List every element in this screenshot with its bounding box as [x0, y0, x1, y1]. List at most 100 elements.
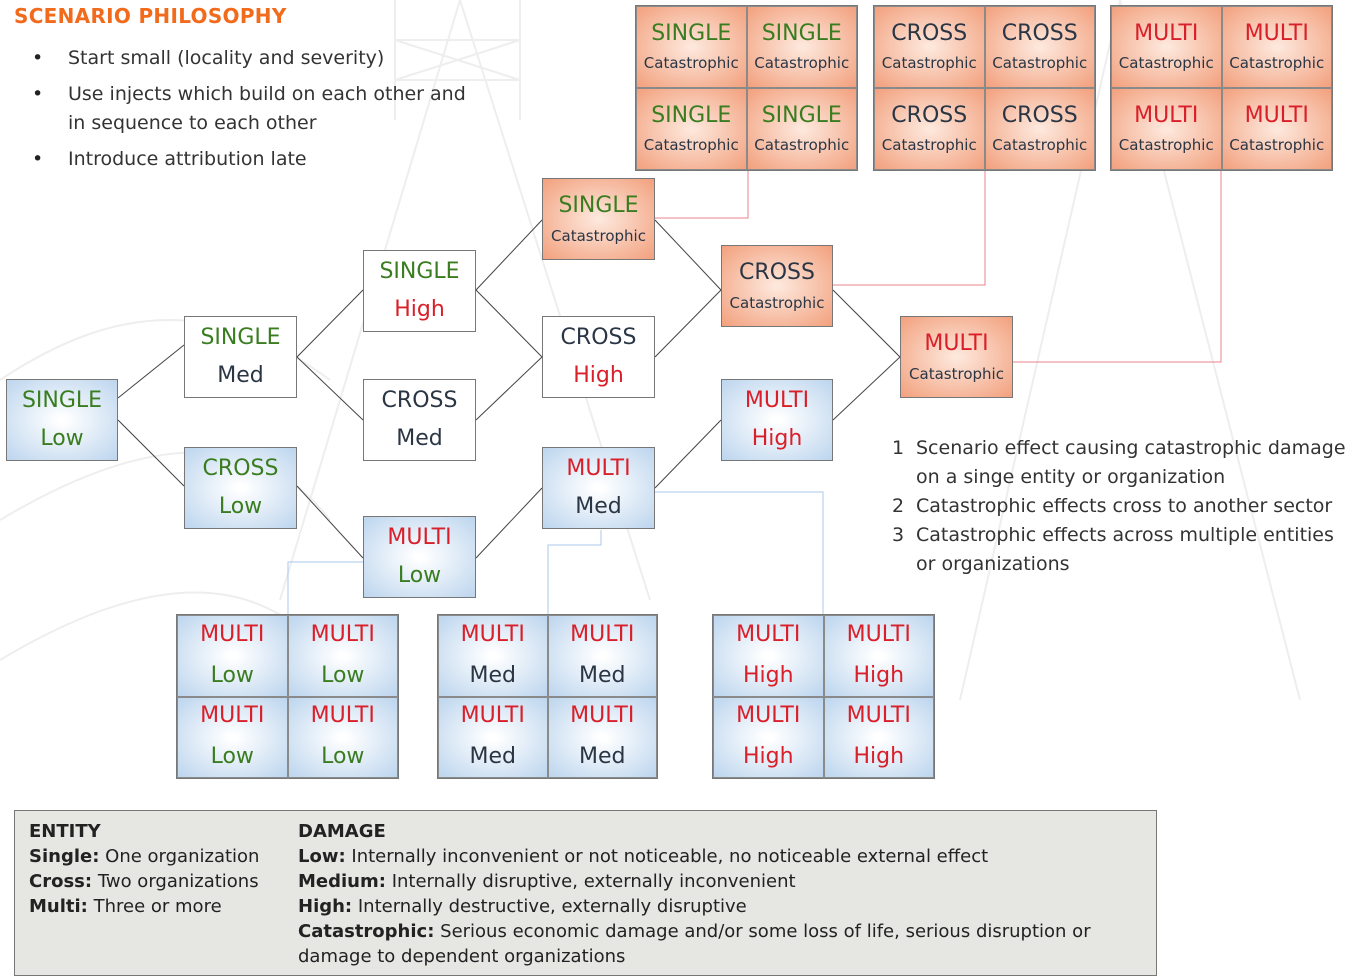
node-damage: Catastrophic — [909, 365, 1004, 383]
grid-cell: MULTI Med — [547, 615, 657, 697]
cell-damage: High — [853, 662, 905, 688]
cell-damage: High — [853, 744, 905, 770]
node-damage: Med — [396, 426, 443, 451]
cell-entity: SINGLE — [651, 21, 732, 46]
node-cross-high: CROSS High — [542, 316, 655, 398]
node-entity: SINGLE — [558, 193, 639, 218]
node-single-catastrophic: SINGLE Catastrophic — [542, 178, 655, 260]
legend-desc: Three or more — [93, 896, 222, 917]
cell-damage: Med — [469, 744, 516, 770]
bullet-item: Introduce attribution late — [30, 145, 470, 174]
note-number: 1 — [892, 437, 905, 459]
legend-desc: Two organizations — [97, 871, 259, 892]
node-entity: SINGLE — [21, 388, 103, 413]
cell-entity: MULTI — [1134, 21, 1199, 46]
legend-desc: Serious economic damage and/or some loss… — [298, 921, 1091, 967]
node-single-med: SINGLE Med — [184, 316, 297, 398]
legend-damage-heading: DAMAGE — [298, 821, 386, 842]
page-title: SCENARIO PHILOSOPHY — [14, 4, 287, 28]
cell-damage: Catastrophic — [1118, 136, 1214, 154]
node-multi-catastrophic: MULTI Catastrophic — [900, 316, 1013, 398]
node-damage: High — [394, 297, 445, 322]
grid-multi-med: MULTI Med MULTI Med MULTI Med MULTI Med — [437, 614, 658, 779]
cell-damage: Med — [469, 662, 516, 688]
legend-term: Catastrophic: — [298, 921, 435, 942]
cell-damage: Catastrophic — [754, 54, 850, 72]
bullet-item: Start small (locality and severity) — [30, 44, 470, 73]
connector-line — [475, 356, 543, 421]
connector-line — [654, 289, 722, 358]
cell-entity: MULTI — [460, 703, 525, 729]
node-entity: CROSS — [202, 456, 279, 481]
legend-item: Low: Internally inconvenient or not noti… — [298, 844, 1138, 869]
red-callout-line — [833, 170, 986, 286]
cell-entity: MULTI — [1244, 103, 1309, 128]
legend-damage-column: DAMAGE Low: Internally inconvenient or n… — [298, 819, 1138, 969]
cell-entity: MULTI — [1244, 21, 1309, 46]
legend-term: Cross: — [29, 871, 93, 892]
node-damage: Med — [575, 494, 622, 519]
cell-entity: MULTI — [1134, 103, 1199, 128]
node-entity: MULTI — [566, 456, 631, 481]
grid-cell: MULTI Catastrophic — [1221, 88, 1332, 170]
legend-item: Catastrophic: Serious economic damage an… — [298, 919, 1138, 969]
legend-desc: Internally disruptive, externally inconv… — [391, 871, 796, 892]
cell-entity: MULTI — [736, 703, 801, 729]
node-entity: MULTI — [387, 525, 452, 550]
cell-damage: Low — [210, 744, 254, 770]
node-single-low: SINGLE Low — [6, 379, 118, 461]
cell-entity: MULTI — [570, 621, 635, 647]
node-entity: MULTI — [924, 331, 989, 356]
connector-line — [475, 487, 543, 559]
cell-damage: Catastrophic — [992, 136, 1088, 154]
grid-cell: MULTI Catastrophic — [1111, 88, 1222, 170]
cell-entity: MULTI — [846, 621, 911, 647]
blue-callout-line — [547, 530, 602, 614]
node-multi-low: MULTI Low — [363, 516, 476, 598]
node-entity: SINGLE — [379, 259, 460, 284]
node-damage: High — [573, 363, 624, 388]
connector-line — [654, 419, 722, 489]
note-text: Catastrophic effects cross to another se… — [916, 495, 1333, 517]
legend-term: Multi: — [29, 896, 88, 917]
connector-line — [832, 356, 901, 421]
node-damage: Catastrophic — [729, 294, 825, 312]
legend-item: Multi: Three or more — [29, 894, 289, 919]
grid-cell: MULTI Med — [438, 696, 548, 778]
node-cross-low: CROSS Low — [184, 447, 297, 529]
cell-entity: MULTI — [310, 703, 375, 729]
cell-entity: CROSS — [1001, 21, 1078, 46]
note-text: Catastrophic effects across multiple ent… — [916, 524, 1334, 575]
legend-term: High: — [298, 896, 353, 917]
grid-cell: MULTI Med — [547, 696, 657, 778]
cell-damage: Catastrophic — [643, 136, 739, 154]
bullet-item: Use injects which build on each other an… — [30, 80, 470, 138]
node-cross-catastrophic: CROSS Catastrophic — [721, 245, 833, 327]
legend-term: Single: — [29, 846, 100, 867]
node-multi-high: MULTI High — [721, 379, 833, 461]
legend-term: Medium: — [298, 871, 386, 892]
cell-damage: Catastrophic — [881, 54, 977, 72]
legend-item: Medium: Internally disruptive, externall… — [298, 869, 1138, 894]
connector-line — [117, 419, 185, 487]
red-callout-line — [1013, 170, 1222, 363]
cell-entity: MULTI — [310, 621, 375, 647]
cell-entity: MULTI — [570, 703, 635, 729]
cell-damage: Med — [579, 662, 626, 688]
cell-damage: Catastrophic — [992, 54, 1088, 72]
connector-line — [832, 289, 901, 358]
cell-damage: Catastrophic — [1229, 136, 1325, 154]
cell-entity: MULTI — [846, 703, 911, 729]
cell-damage: Med — [579, 744, 626, 770]
legend-desc: One organization — [105, 846, 260, 867]
